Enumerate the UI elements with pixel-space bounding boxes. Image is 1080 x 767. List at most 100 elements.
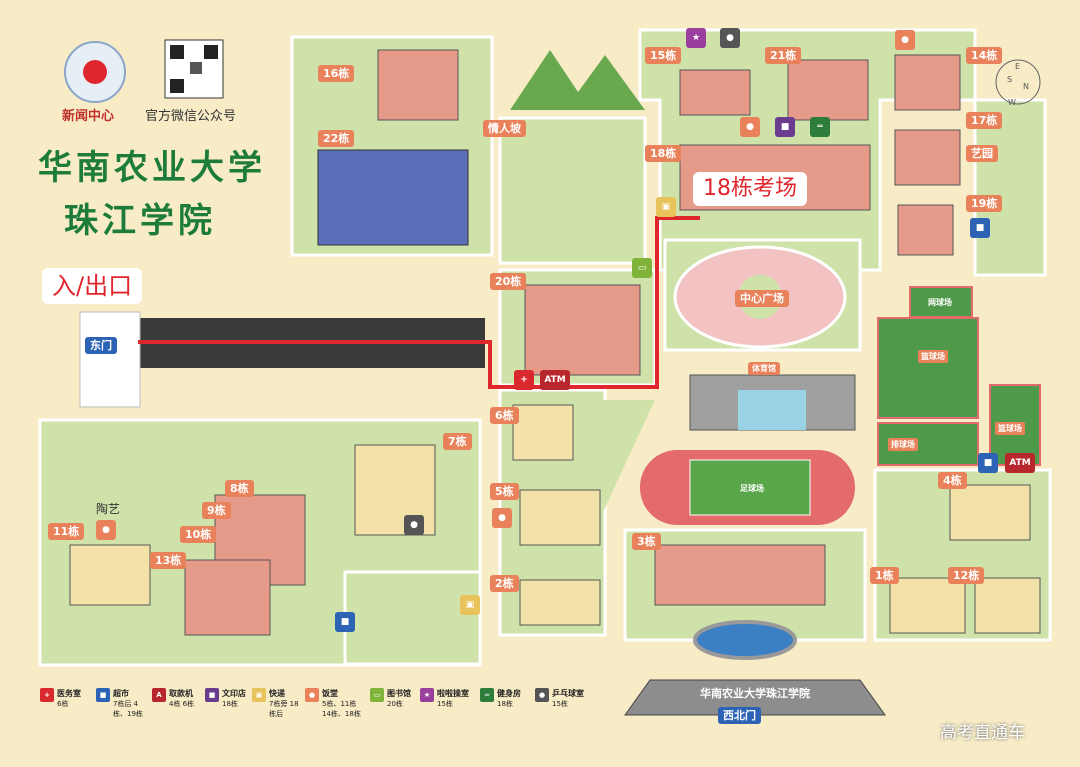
lovers-slope-label: 情人坡 — [483, 120, 526, 137]
medical-icon: + — [40, 688, 54, 702]
tennis-courts — [909, 286, 973, 318]
pingpong-icon: ● — [535, 688, 549, 702]
compass-e: E — [1015, 62, 1021, 71]
zone-east — [973, 98, 1047, 277]
legend-sub: 7栋旁 18栋后 — [269, 700, 299, 718]
cart-icon: ■ — [978, 453, 998, 473]
legend-sub: 6栋 — [57, 700, 69, 708]
atm-icon: ATM — [540, 370, 570, 390]
parcel-icon: ▣ — [252, 688, 266, 702]
pottery-label: 陶艺 — [96, 502, 121, 516]
building-5 — [519, 489, 601, 546]
legend-name: 啦啦操室 — [437, 689, 469, 698]
building-3 — [654, 544, 826, 606]
parcel-icon: ▣ — [656, 197, 676, 217]
building-3-label: 3栋 — [632, 533, 661, 550]
building-1 — [889, 577, 966, 634]
mountain — [510, 50, 590, 110]
building-15 — [679, 69, 751, 116]
building-4 — [949, 484, 1031, 541]
building-12-label: 12栋 — [948, 567, 985, 584]
gate-northwest-label: 西北门 — [718, 707, 761, 724]
building-11 — [69, 544, 151, 606]
zone-lovers-slope — [498, 116, 647, 265]
pingpong-icon: ● — [404, 515, 424, 535]
compass-s: S — [1007, 75, 1013, 84]
building-4-label: 4栋 — [938, 472, 967, 489]
print-icon: ■ — [205, 688, 219, 702]
building-20 — [524, 284, 641, 376]
book-icon: ▭ — [370, 688, 384, 702]
legend-name: 超市 — [113, 689, 129, 698]
legend-sub: 5栋、11栋 14栋、18栋 — [322, 700, 361, 718]
legend-name: 图书馆 — [387, 689, 411, 698]
parcel-icon: ▣ — [460, 595, 480, 615]
building-22-label: 22栋 — [318, 130, 355, 147]
building-14-label: 14栋 — [966, 47, 1003, 64]
building-1-label: 1栋 — [870, 567, 899, 584]
zone-garden — [343, 570, 482, 666]
building-15-label: 15栋 — [645, 47, 682, 64]
building-21 — [787, 59, 869, 121]
cart-icon: ■ — [96, 688, 110, 702]
legend-name: 乒乓球室 — [552, 689, 584, 698]
volleyball-label: 排球场 — [888, 438, 918, 451]
building-19-label: 19栋 — [966, 195, 1003, 212]
building-20-label: 20栋 — [490, 273, 527, 290]
basketball2-label: 篮球场 — [995, 422, 1025, 435]
northwest-gate — [624, 679, 886, 716]
compass — [995, 59, 1041, 105]
cart-icon: ■ — [335, 612, 355, 632]
tennis-label: 网球场 — [928, 298, 952, 307]
main-gate-sign: 华南农业大学珠江学院 — [700, 687, 810, 700]
mountain — [565, 55, 645, 110]
logo-caption: 新闻中心 — [62, 109, 115, 124]
zone-triangle — [590, 400, 655, 540]
building-2-label: 2栋 — [490, 575, 519, 592]
legend-item: ■ 超市 7栋后 4栋、19栋 — [96, 688, 146, 719]
building-6-label: 6栋 — [490, 407, 519, 424]
food-icon: ● — [96, 520, 116, 540]
building-19 — [897, 204, 954, 256]
building-17-label: 17栋 — [966, 112, 1003, 129]
football-label: 足球场 — [740, 484, 764, 493]
building-6 — [512, 404, 574, 461]
building-5-label: 5栋 — [490, 483, 519, 500]
dance-icon: ★ — [686, 28, 706, 48]
fountain — [693, 620, 797, 660]
compass-n: N — [1023, 82, 1029, 91]
legend-item: + 医务室 6栋 — [40, 688, 81, 709]
building-2 — [519, 579, 601, 626]
legend-name: 文印店 — [222, 689, 246, 698]
gym-label: 体育馆 — [748, 362, 780, 375]
building-13 — [184, 559, 271, 636]
legend-sub: 7栋后 4栋、19栋 — [113, 700, 143, 718]
legend-name: 医务室 — [57, 689, 81, 698]
pingpong-icon: ● — [720, 28, 740, 48]
atm-icon: A — [152, 688, 166, 702]
compass-w: W — [1008, 98, 1016, 107]
food-icon: ● — [740, 117, 760, 137]
building-18-label: 18栋 — [645, 145, 682, 162]
building-17 — [894, 129, 961, 186]
dance-icon: ★ — [420, 688, 434, 702]
central-plaza-label: 中心广场 — [735, 290, 789, 307]
building-16-label: 16栋 — [318, 65, 355, 82]
cart-icon: ■ — [970, 218, 990, 238]
basketball-courts — [877, 317, 979, 419]
print-icon: ■ — [775, 117, 795, 137]
dumbbell-icon: ═ — [480, 688, 494, 702]
entrance-callout: 入/出口 — [42, 268, 143, 304]
dumbbell-icon: ═ — [810, 117, 830, 137]
building-9-label: 9栋 — [202, 502, 231, 519]
qr-caption: 官方微信公众号 — [145, 109, 237, 124]
campus-title-line1: 华南农业大学 — [38, 148, 266, 188]
building-11-label: 11栋 — [48, 523, 85, 540]
